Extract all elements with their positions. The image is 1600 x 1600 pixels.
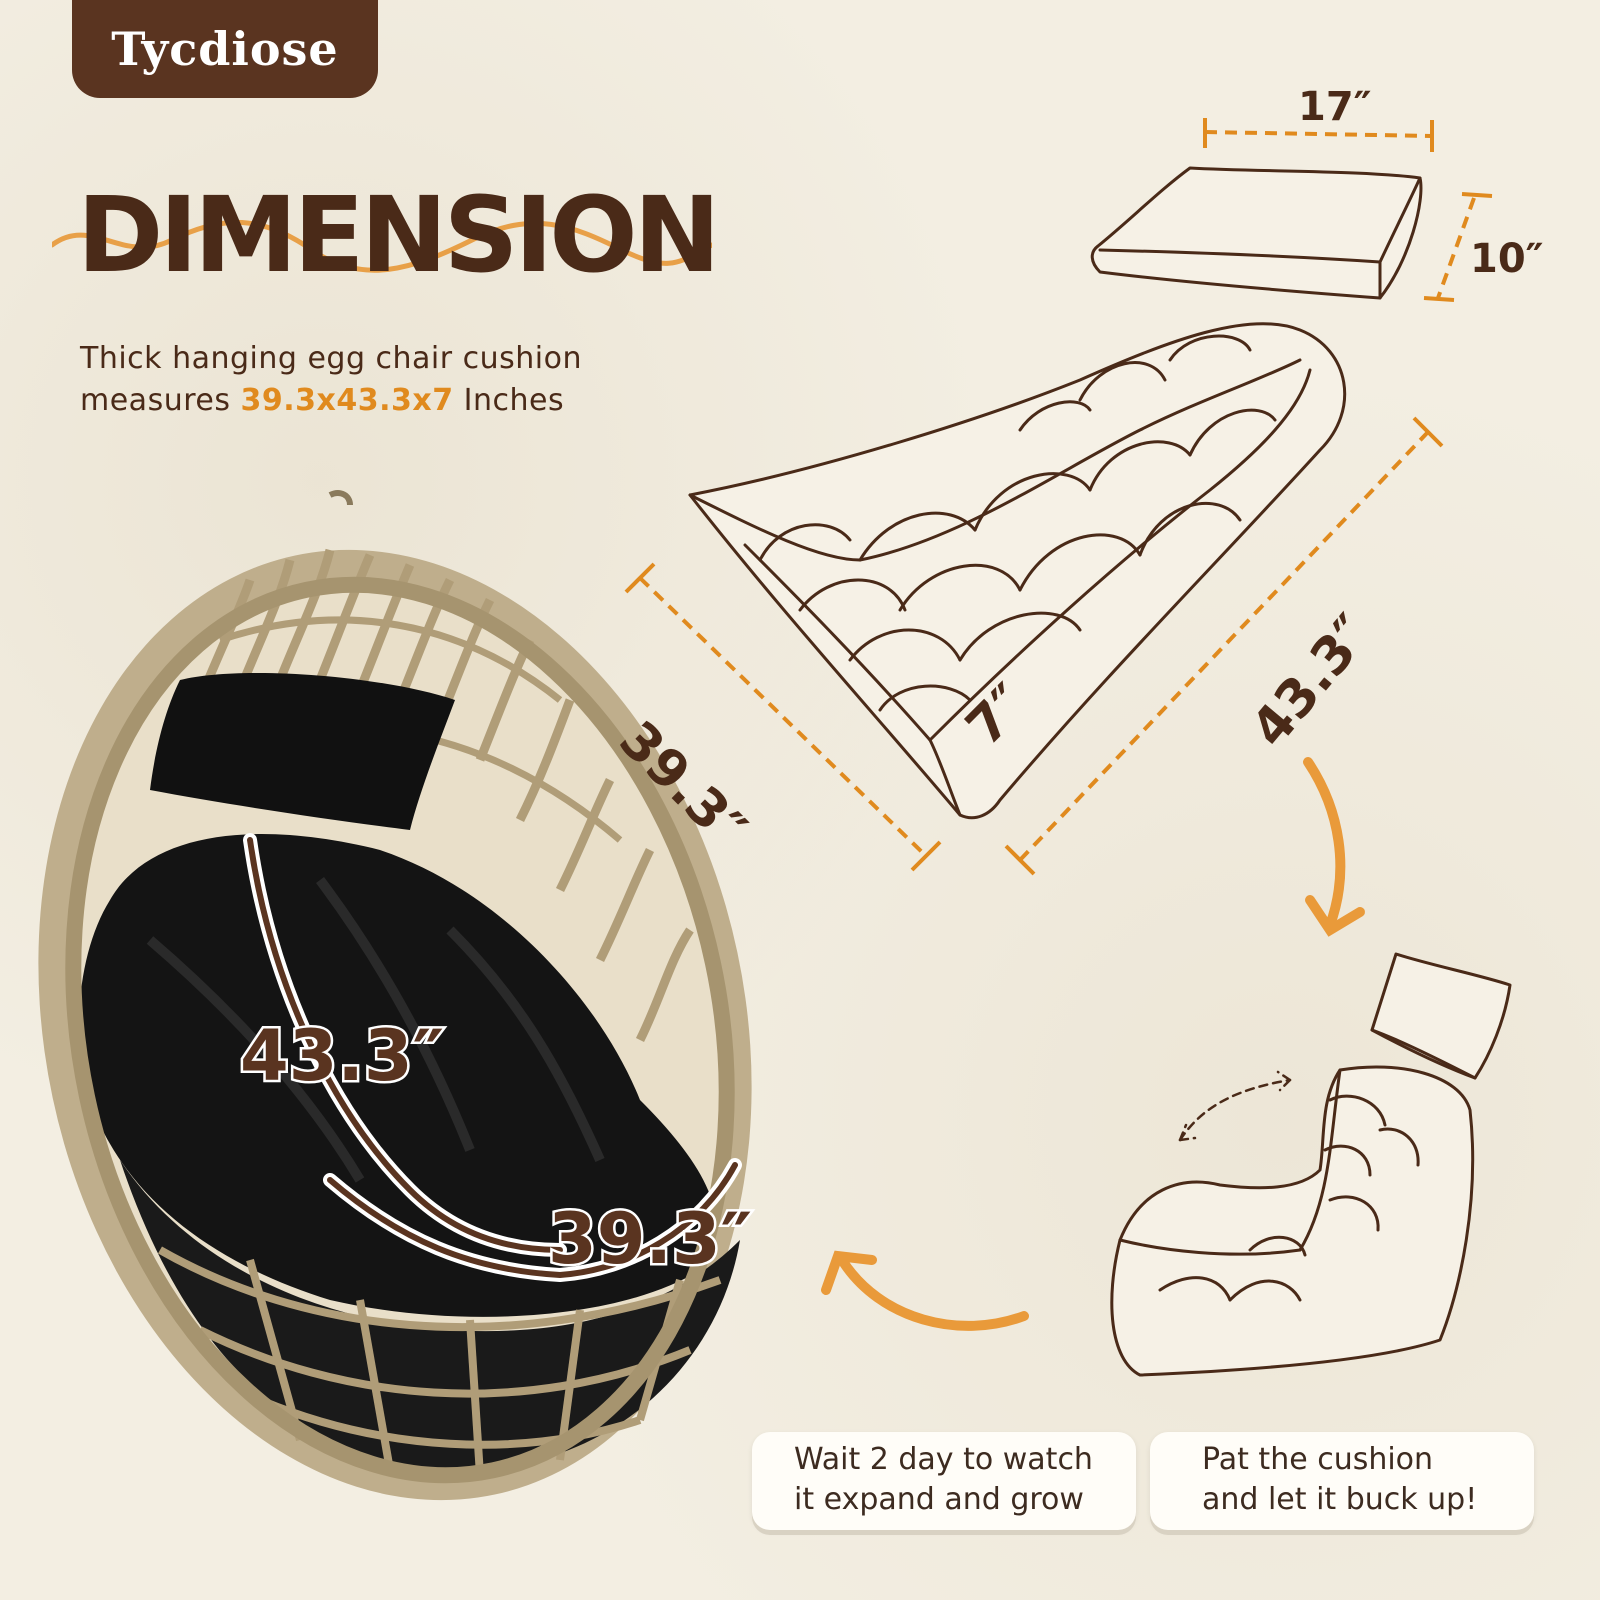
pillow-height-dimension-line [1423,192,1493,302]
description-line-2: measures 39.3x43.3x7 Inches [80,380,720,422]
note-card-pat: Pat the cushion and let it buck up! [1150,1432,1534,1530]
note-line: and let it buck up! [1202,1482,1478,1517]
heading: DIMENSION [52,175,721,295]
cushion-drawing-icon [688,322,1347,820]
description-highlight: 39.3x43.3x7 [240,383,454,418]
arrow-left-icon [821,1250,1029,1331]
description-prefix: measures [80,383,241,418]
brand-logo: Tycdiose [111,22,339,76]
page-title: DIMENSION [77,174,721,296]
description-suffix: Inches [453,383,565,418]
description: Thick hanging egg chair cushion measures… [80,338,720,422]
description-line-1: Thick hanging egg chair cushion [80,341,582,376]
cushion-width-dimension-line [624,562,942,872]
cushion-length-dimension-line [1004,416,1444,876]
squiggle-decoration [52,219,712,273]
pillow-height-label: 10″ [1470,236,1544,282]
pillow-drawing-icon [1090,166,1423,300]
chair-length-label: 43.3″ [238,1013,447,1100]
brand-badge: Tycdiose [72,0,378,98]
arrow-down-icon [1303,757,1365,937]
rotate-arrows-icon [1178,1070,1292,1142]
note-card-expand: Wait 2 day to watch it expand and grow [752,1432,1136,1530]
pillow-width-dimension-line [1203,118,1434,152]
note-line: Wait 2 day to watch [794,1442,1093,1477]
note-line: it expand and grow [794,1482,1084,1517]
folded-cushion-icon [1110,952,1512,1377]
pillow-width-label: 17″ [1298,84,1372,130]
note-line: Pat the cushion [1202,1442,1434,1477]
egg-chair-image [38,490,752,1501]
chair-width-label: 39.3″ [546,1196,755,1283]
